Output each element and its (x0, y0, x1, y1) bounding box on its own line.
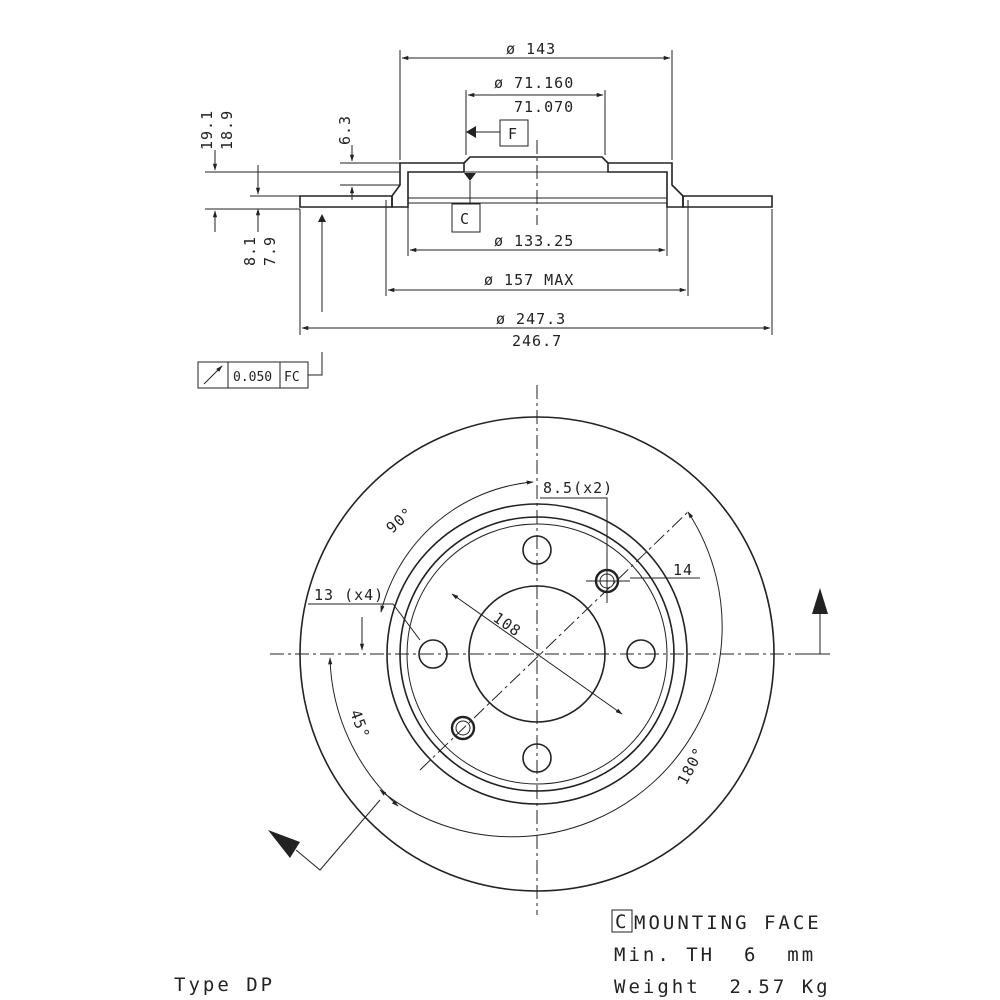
hole-label: 13 (x4) (314, 586, 384, 604)
tolerance-value: 0.050 (233, 370, 272, 385)
runout-icon (203, 365, 223, 385)
notes: C MOUNTING FACE Min. TH 6 mm Weight 2.57… (174, 909, 831, 998)
min-thickness-label: Min. TH 6 mm (614, 944, 816, 966)
dim-center-bore-min: 71.070 (514, 98, 574, 116)
dim-height-max: 19.1 (198, 110, 216, 150)
pin-label: 8.5(x2) (543, 479, 613, 497)
datum-c-label: C (460, 210, 470, 228)
angle-90-label: 90° (383, 503, 417, 537)
section-view: F C ø 143 ø 71.160 71.070 19.1 18.9 8.1 … (198, 40, 773, 350)
type-label: Type DP (174, 974, 275, 996)
mounting-face-datum: C (615, 911, 629, 933)
section-hat-right (607, 162, 684, 208)
section-hat (391, 162, 465, 208)
dim-height-min: 18.9 (218, 110, 236, 150)
datum-f-label: F (508, 125, 518, 143)
disc-outer-edge (299, 416, 775, 892)
dim-thickness-max: 8.1 (241, 236, 259, 266)
angle-45-label: 45° (346, 707, 373, 741)
tolerance-datums: FC (284, 370, 300, 385)
pin-dia-label: 14 (673, 561, 693, 579)
mounting-face-label: MOUNTING FACE (634, 912, 822, 934)
weight-label: Weight 2.57 Kg (614, 976, 831, 998)
dim-disc-min: 246.7 (512, 332, 562, 350)
dim-hat-step: 6.3 (336, 115, 354, 145)
angle-180-label: 180° (674, 744, 709, 788)
dim-hub-max: ø 157 MAX (484, 271, 574, 289)
dim-thickness-min: 7.9 (261, 236, 279, 266)
front-view: 8.5(x2) 14 108 13 (x4) 90° 45° 180° (268, 385, 830, 915)
dim-inner-dia: ø 133.25 (494, 232, 574, 250)
section-ring-left (299, 195, 393, 208)
pcd-label: 108 (490, 609, 525, 641)
dim-disc-max: ø 247.3 (496, 310, 566, 328)
section-ring-right (682, 195, 773, 208)
dim-outer-hat: ø 143 (506, 40, 556, 58)
tolerance-frame: 0.050 FC (197, 352, 323, 389)
dim-center-bore-max: ø 71.160 (494, 74, 574, 92)
